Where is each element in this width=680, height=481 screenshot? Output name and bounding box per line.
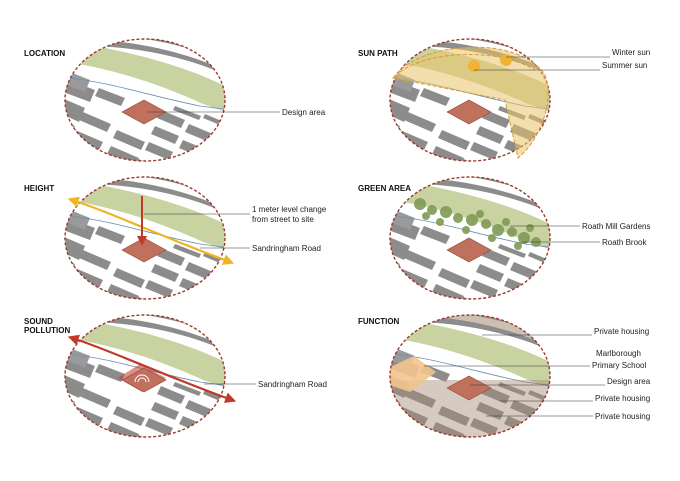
panel-height: HEIGHT 1 meter level change from street … [24, 176, 327, 300]
label-design-area-function: Design area [607, 377, 651, 386]
label-level-change-2: from street to site [252, 215, 314, 224]
panel-function: FUNCTION Private housing Marlborough Pri… [358, 314, 651, 438]
panel-title-green-area: GREEN AREA [358, 184, 411, 193]
panel-title-function: FUNCTION [358, 317, 400, 326]
panel-green-area: GREEN AREA Roath Mill Gardens Roath Broo… [358, 176, 650, 300]
panel-title-location: LOCATION [24, 49, 65, 58]
label-design-area: Design area [282, 108, 326, 117]
label-sandringham-road: Sandringham Road [252, 244, 321, 253]
label-primary-school: Primary School [592, 361, 646, 370]
map-outline [389, 314, 551, 438]
panel-location: LOCATION Design area [24, 38, 326, 162]
label-marlborough: Marlborough [596, 349, 641, 358]
panel-title-sun-path: SUN PATH [358, 49, 398, 58]
map-outline [389, 176, 551, 300]
label-private-housing-2: Private housing [595, 394, 650, 403]
road-direction-arrow [67, 196, 235, 265]
map-outline [64, 38, 226, 162]
panel-title-sound-2: POLLUTION [24, 326, 70, 335]
noise-road-arrow [67, 334, 237, 403]
label-winter-sun: Winter sun [612, 48, 650, 57]
sound-waves-icon [134, 374, 150, 383]
label-summer-sun: Summer sun [602, 61, 647, 70]
panel-sun-path: SUN PATH Winter sun Summer sun [358, 38, 650, 162]
label-private-housing-1: Private housing [594, 327, 649, 336]
label-roath-mill-gardens: Roath Mill Gardens [582, 222, 650, 231]
summer-sun-icon [468, 60, 480, 72]
panel-title-sound-1: SOUND [24, 317, 53, 326]
panel-title-height: HEIGHT [24, 184, 54, 193]
panel-sound-pollution: SOUND POLLUTION Sandringham Road [24, 314, 327, 438]
label-roath-brook: Roath Brook [602, 238, 647, 247]
map-outline [389, 38, 551, 162]
label-level-change-1: 1 meter level change [252, 205, 327, 214]
sun-path-wedge [392, 46, 549, 159]
winter-sun-icon [500, 54, 512, 66]
label-private-housing-3: Private housing [595, 412, 650, 421]
label-sandringham-road-sound: Sandringham Road [258, 380, 327, 389]
